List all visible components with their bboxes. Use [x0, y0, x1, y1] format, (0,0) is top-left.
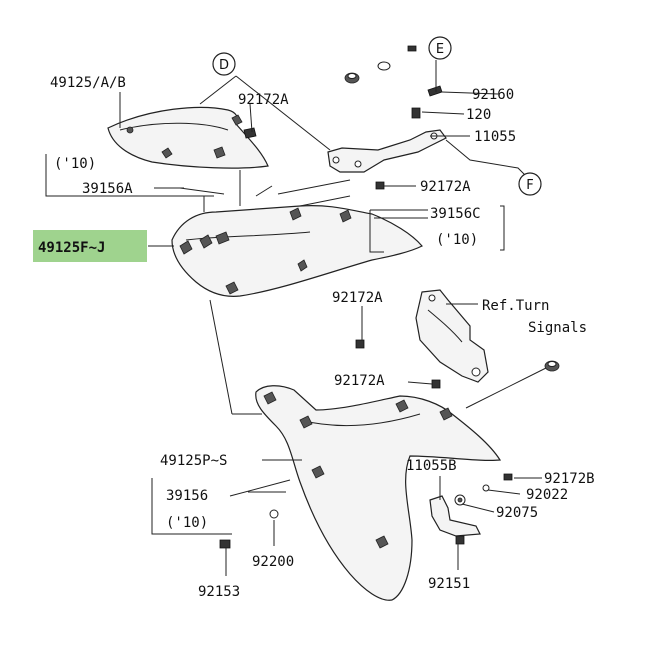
- label-92172a-3: 92172A: [332, 290, 383, 306]
- bracket-11055-part: [327, 129, 447, 173]
- label-92172b: 92172B: [544, 471, 595, 487]
- label-92075: 92075: [496, 505, 538, 521]
- label-92172a-1: 92172A: [238, 92, 289, 108]
- label-39156a: 39156A: [82, 181, 133, 197]
- label-92022: 92022: [526, 487, 568, 503]
- label-49125fj: 49125F~J: [38, 240, 105, 256]
- lower-cowl-part: [255, 385, 502, 601]
- label-92160: 92160: [472, 87, 514, 103]
- bolts-mid: [355, 339, 441, 389]
- label-39156c: 39156C: [430, 206, 481, 222]
- label-year-10-a: ('10): [54, 156, 96, 172]
- label-49125ps: 49125P~S: [160, 453, 227, 469]
- upper-cowl-part: [107, 106, 269, 169]
- marker-f-text: F: [526, 178, 533, 193]
- label-11055b: 11055B: [406, 458, 457, 474]
- marker-e-text: E: [436, 42, 444, 57]
- label-ref-turn: Ref.Turn: [482, 298, 549, 314]
- label-92153: 92153: [198, 584, 240, 600]
- leader-lines: [45, 60, 547, 576]
- callout-box-39156c: [500, 205, 505, 251]
- label-signals: Signals: [528, 320, 587, 336]
- label-92172a-4: 92172A: [334, 373, 385, 389]
- middle-cowl-part: [171, 205, 423, 297]
- label-11055: 11055: [474, 129, 516, 145]
- marker-d: D: [212, 52, 236, 76]
- turn-signal-assembly: [415, 289, 560, 383]
- label-39156: 39156: [166, 488, 208, 504]
- bracket-11055b-part: [219, 473, 513, 549]
- marker-d-text: D: [219, 58, 229, 73]
- label-49125ab: 49125/A/B: [50, 75, 126, 91]
- label-year-10-c: ('10): [166, 515, 208, 531]
- highlight-49125fj: [33, 230, 147, 262]
- marker-f: F: [518, 172, 542, 196]
- label-92172a-2: 92172A: [420, 179, 471, 195]
- marker-e: E: [428, 36, 452, 60]
- label-92200: 92200: [252, 554, 294, 570]
- label-92151: 92151: [428, 576, 470, 592]
- label-year-10-b: ('10): [436, 232, 478, 248]
- label-120: 120: [466, 107, 491, 123]
- grommet-top: [243, 45, 443, 190]
